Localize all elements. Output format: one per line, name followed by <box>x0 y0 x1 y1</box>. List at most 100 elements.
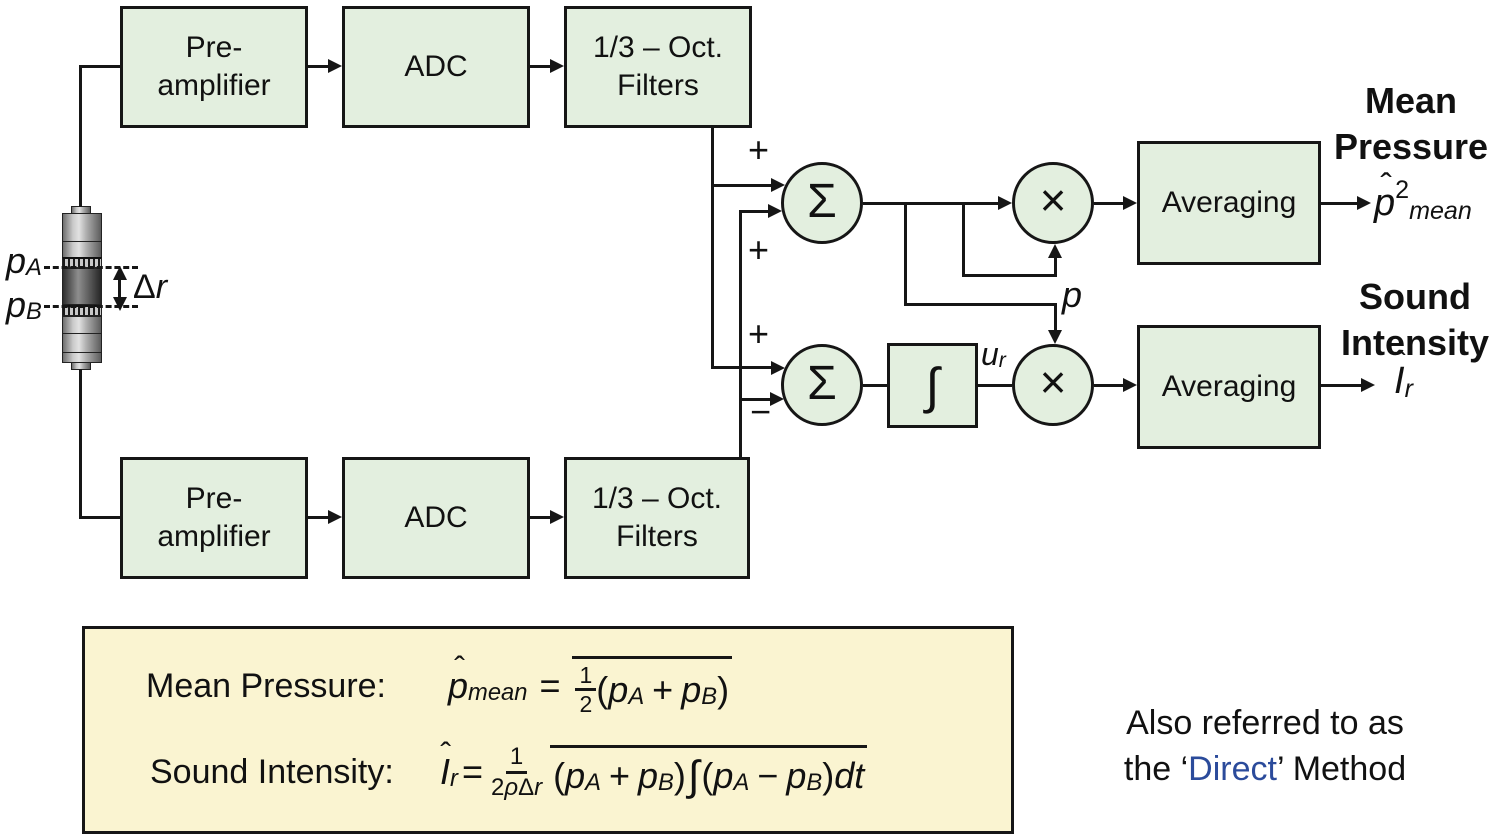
spacing-arrow-shaft <box>118 271 121 304</box>
preamplifier-bottom-label-line2: amplifier <box>157 520 271 553</box>
delta-symbol: Δ <box>133 268 156 306</box>
intensity-coefficient-fraction: 1 2ρΔr <box>491 744 542 799</box>
sound-intensity-heading-line2: Intensity <box>1340 322 1490 363</box>
integral-symbol: ∫ <box>687 751 700 799</box>
mean-pressure-heading: Mean Pressure <box>1326 78 1496 170</box>
wire-sum-bottom-to-integrator <box>863 384 887 387</box>
u-subscript: r <box>998 348 1006 372</box>
formula-box <box>82 626 1014 834</box>
mean-pressure-heading-line1: Mean <box>1364 80 1458 121</box>
wire-averaging-bottom-output <box>1321 384 1361 387</box>
pa-symbol: p <box>565 754 586 796</box>
adc-top-block: ADC <box>342 6 530 128</box>
wire-p-branch-horizontal <box>904 303 1057 306</box>
probe-top-cap <box>62 213 102 242</box>
adc-bottom-block: ADC <box>342 457 530 579</box>
preamplifier-top-block: Pre- amplifier <box>120 6 308 128</box>
probe-body-segment <box>62 241 102 258</box>
wire-probe-top-horizontal <box>79 65 122 68</box>
dt-symbol: dt <box>834 754 865 796</box>
wire-averaging-top-output <box>1321 202 1359 205</box>
open-paren: ( <box>596 668 609 710</box>
mic-a-leader-line <box>44 266 138 269</box>
close-paren: ) <box>822 754 835 796</box>
p-hat-accent: ˆ <box>1380 166 1392 205</box>
wire-probe-top-vertical <box>79 66 82 207</box>
wire-integrator-to-mult <box>978 384 1012 387</box>
i-base: I <box>1394 360 1405 402</box>
den-r: r <box>534 773 543 801</box>
third-octave-filters-bottom-block: 1/3 – Oct. Filters <box>564 457 750 579</box>
note-pre-text: the ‘ <box>1123 750 1189 788</box>
i-hat-accent: ˆ <box>1394 344 1406 383</box>
integrator-block: ∫ <box>887 343 978 428</box>
times-top-symbol: × <box>1039 174 1067 226</box>
fraction-denominator: 2 <box>579 691 593 717</box>
third-octave-filters-top-block: 1/3 – Oct. Filters <box>564 6 752 128</box>
mean-pressure-formula-title: Mean Pressure: <box>146 666 386 705</box>
preamplifier-top-label-line2: amplifier <box>157 69 271 102</box>
den-rho: ρ <box>504 773 519 801</box>
mic-a-subscript: A <box>26 254 42 282</box>
mic-a-symbol: p <box>6 240 27 281</box>
arrowhead-sum-top-in2-icon <box>768 204 782 218</box>
u-symbol: u <box>981 336 999 372</box>
wire-p-into-mult-bottom <box>1054 303 1057 333</box>
averaging-bottom-block: Averaging <box>1137 325 1321 449</box>
formula-i-sub: r <box>450 765 458 793</box>
direct-method-note-line2: the ‘Direct’ Method <box>1095 746 1435 792</box>
mic-b-symbol: p <box>6 284 27 325</box>
plus-sign: + <box>652 668 674 710</box>
fraction-numerator: 1 <box>505 744 528 774</box>
pb-symbol: p <box>638 754 659 796</box>
filters-bottom-label-line1: 1/3 – Oct. <box>591 482 723 515</box>
sum-top-plus1-sign: + <box>748 129 770 170</box>
mic-b-leader-line <box>44 305 138 308</box>
wire-filters-top-vertical <box>711 128 714 369</box>
wire-mult-bottom-output <box>1094 384 1123 387</box>
den-two: 2 <box>490 773 505 801</box>
wire-adc-filters-bottom <box>530 516 552 519</box>
minus-sign: − <box>757 754 779 796</box>
mean-pressure-heading-line2: Pressure <box>1333 126 1489 167</box>
pb-subscript: B <box>806 768 823 796</box>
sigma-top-symbol: Σ <box>807 174 837 228</box>
pb-symbol: p <box>681 668 702 710</box>
probe-body-segment <box>62 333 102 353</box>
sum-bottom-plus-sign: + <box>748 313 770 354</box>
sum-bottom-node: Σ <box>781 344 863 426</box>
one-half-fraction: 1 2 <box>575 663 597 717</box>
equals-sign: = <box>461 751 483 792</box>
p-symbol: p <box>1062 274 1083 315</box>
fraction-numerator: 1 <box>575 663 597 691</box>
sum-top-node: Σ <box>781 162 863 244</box>
wire-square-into-mult-top <box>1054 256 1057 277</box>
formula-p-hat: ˆ <box>454 650 466 687</box>
pa-subscript: A <box>585 768 601 796</box>
preamplifier-top-label-line1: Pre- <box>185 31 243 64</box>
p-squared-base: p <box>1374 182 1396 224</box>
averaging-bottom-label: Averaging <box>1161 370 1297 403</box>
pa-subscript: A <box>733 768 750 796</box>
sum-top-plus2-sign: + <box>748 229 770 270</box>
direct-method-note: Also referred to as the ‘Direct’ Method <box>1095 700 1435 792</box>
fraction-denominator: 2ρΔr <box>491 774 542 800</box>
sound-intensity-formula-label: Sound Intensity: <box>150 736 394 808</box>
arrowhead-into-filters-top-icon <box>550 59 564 73</box>
formula-i-hat: ˆ <box>440 736 452 773</box>
wire-preamp-adc-top <box>308 65 330 68</box>
wire-preamp-adc-bottom <box>308 516 330 519</box>
averaging-top-block: Averaging <box>1137 141 1321 265</box>
direct-method-note-line1: Also referred to as <box>1126 704 1404 742</box>
multiplier-bottom-node: × <box>1012 344 1094 426</box>
spacing-arrowhead-down-icon <box>113 297 127 311</box>
wire-pb-to-sum-bottom <box>739 398 771 401</box>
equals-sign: = <box>539 665 561 706</box>
mic-b-subscript: B <box>26 298 42 326</box>
pa-subscript: A <box>628 682 645 710</box>
multiplier-top-node: × <box>1012 162 1094 244</box>
